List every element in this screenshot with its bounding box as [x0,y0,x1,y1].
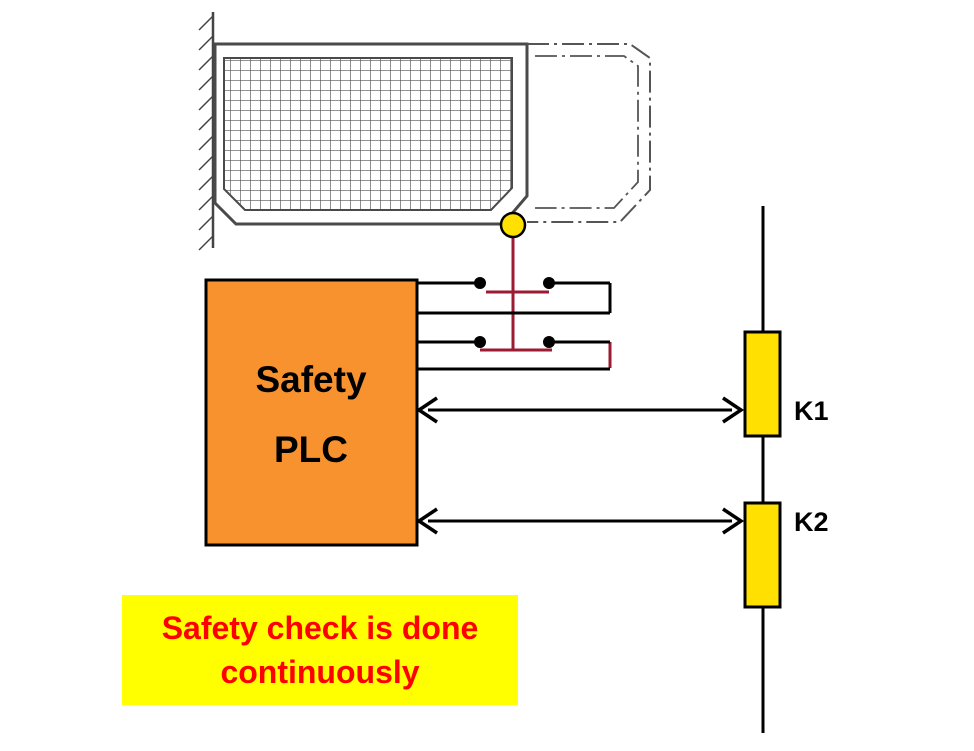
wall [198,12,215,251]
safety-switch [480,211,612,368]
arrow-plc-k2 [415,507,745,535]
relay-k2-label: K2 [794,507,829,537]
relay-k1-label: K1 [794,396,829,426]
relay-k2: K2 [743,501,829,609]
note-line-2: continuously [220,654,420,690]
plc-label-line1: Safety [255,359,366,400]
arrow-plc-k1 [415,396,745,424]
safety-note-box: Safety check is done continuously [122,595,518,705]
relay-k1: K1 [743,330,829,438]
sensor-roller [499,211,527,239]
contact-points [474,277,555,348]
safety-plc: Safety PLC [204,278,419,547]
plc-label-line2: PLC [274,429,348,470]
guard-door [213,42,529,226]
note-line-1: Safety check is done [161,610,479,646]
guard-door-open-outline [527,43,651,223]
contact-wiring [417,281,612,371]
